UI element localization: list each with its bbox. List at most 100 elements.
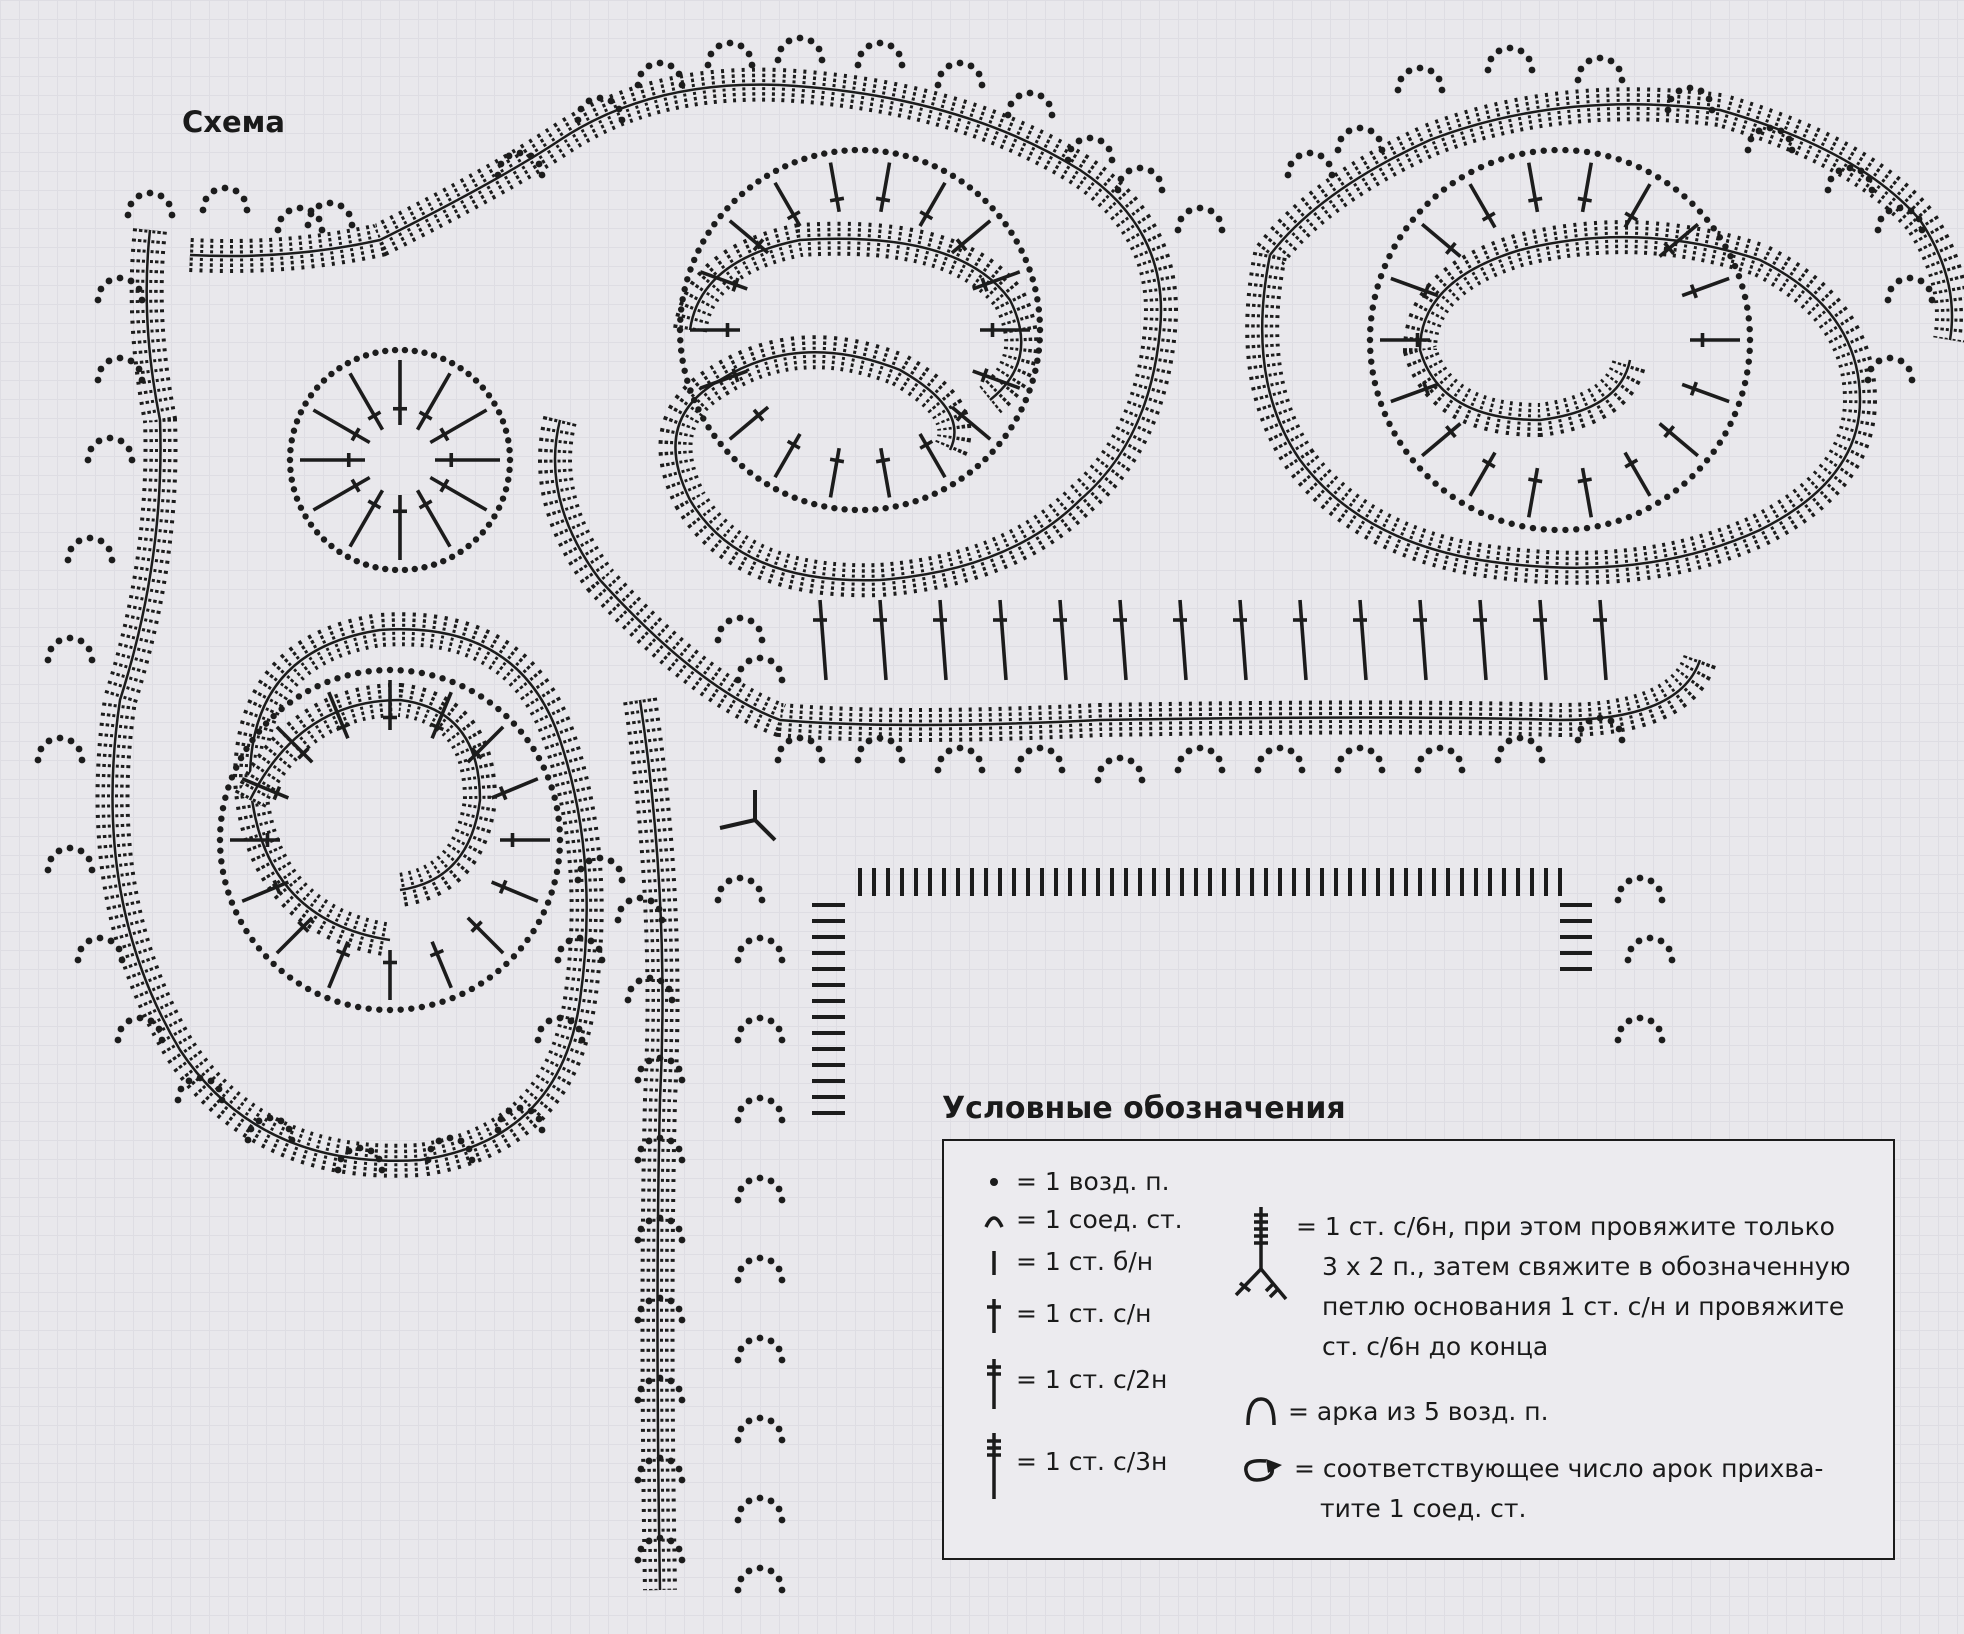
picot [1334,124,1386,154]
legend-special-line-1: = 1 ст. с/6н, при этом провяжите только [1296,1212,1835,1241]
picot [1494,734,1546,764]
picot [934,744,986,774]
legend-join-line-2: тите 1 соед. ст. [1320,1494,1527,1523]
spokes-top-left [300,360,500,560]
picot [1254,744,1306,774]
legend-text-treble-crochet: = 1 ст. с/2н [1016,1365,1168,1394]
ring-top-left [286,346,514,574]
ring-top-right [1366,146,1754,534]
legend-text-double-crochet: = 1 ст. с/н [1016,1299,1152,1328]
picot [714,614,766,644]
treble-crochet-icon [987,1359,1001,1409]
picot [734,1494,786,1524]
picot [1284,149,1336,179]
picot [1334,744,1386,774]
picot [854,734,906,764]
inner-band-left [234,682,498,907]
chart-title: Схема [182,105,285,139]
picot [1414,744,1466,774]
picot [1664,84,1716,114]
legend-special-text: = 1 ст. с/6н, при этом провяжите только … [1296,1207,1851,1367]
lower-band-middle [538,415,1717,742]
picot [1574,714,1626,744]
slip-stitch-icon [984,1216,1004,1228]
picot [44,634,96,664]
picot [634,59,686,89]
picot [1064,134,1116,164]
bottom-edge-stitches [812,868,1592,1115]
picot [1004,89,1056,119]
picot [734,654,786,684]
spokes-top-right [1380,162,1740,518]
outer-band-left [95,228,604,1178]
radial-stitches [230,162,1740,1115]
picot [734,1094,786,1124]
picot [634,1454,686,1484]
picot [634,1534,686,1564]
picot [734,1564,786,1594]
legend-join-line-1: = соответствующее число арок прихва- [1294,1454,1824,1483]
picot [1624,934,1676,964]
legend-text-slip-stitch: = 1 соед. ст. [1016,1205,1183,1234]
picot [334,1144,386,1174]
picot [734,934,786,964]
inner-band-right [1245,220,1878,585]
legend-text-triple-treble: = 1 ст. с/3н [1016,1447,1168,1476]
picot [774,734,826,764]
legend-title: Условные обозначения [942,1091,1346,1126]
picot [124,189,176,219]
picot [1864,354,1916,384]
legend-text-single-crochet: = 1 ст. б/н [1016,1247,1154,1276]
legend-special-line-3: петлю основания 1 ст. с/н и провяжите [1322,1292,1845,1321]
picot [554,934,606,964]
picot [114,1014,166,1044]
picot [1824,164,1876,194]
picot [74,934,126,964]
picot [634,1374,686,1404]
picot [44,844,96,874]
picot [574,94,626,124]
picot [494,1104,546,1134]
picot [84,434,136,464]
picot [424,1134,476,1164]
picot [1884,274,1936,304]
picot [94,274,146,304]
spokes-bottom-left [230,680,550,1000]
legend-special-line-2: 3 х 2 п., затем свяжите в обозначенную [1322,1252,1851,1281]
picot [704,39,756,69]
picot [714,874,766,904]
picot [174,1074,226,1104]
picot [304,199,356,229]
picot [199,184,251,214]
picot [1174,744,1226,774]
picot [244,1114,296,1144]
picot [1094,754,1146,784]
picot [1874,204,1926,234]
chain-icon [990,1178,998,1186]
arch-icon [1246,1397,1276,1426]
picot [934,59,986,89]
triple-treble-icon [987,1433,1001,1499]
picot [634,1214,686,1244]
spokes-top-middle [690,162,1030,498]
picot [1744,124,1796,154]
picot [634,1134,686,1164]
legend-text-chain: = 1 возд. п. [1016,1167,1170,1196]
branched-stitch-icon [1234,1207,1288,1301]
legend-special-line-4: ст. с/6н до конца [1322,1332,1549,1361]
branched-stitch-mark [719,790,777,842]
chain-picots [34,34,1936,1594]
picot [1394,64,1446,94]
motif-bands [95,67,1964,1591]
picot [734,1014,786,1044]
picot [1574,54,1626,84]
picot [1484,44,1536,74]
picot [854,39,906,69]
inner-band-middle [673,221,1039,414]
picot [1114,164,1166,194]
legend-text-arch: = арка из 5 возд. п. [1288,1397,1549,1426]
picot [734,1334,786,1364]
picot [574,854,626,884]
picot [614,894,666,924]
